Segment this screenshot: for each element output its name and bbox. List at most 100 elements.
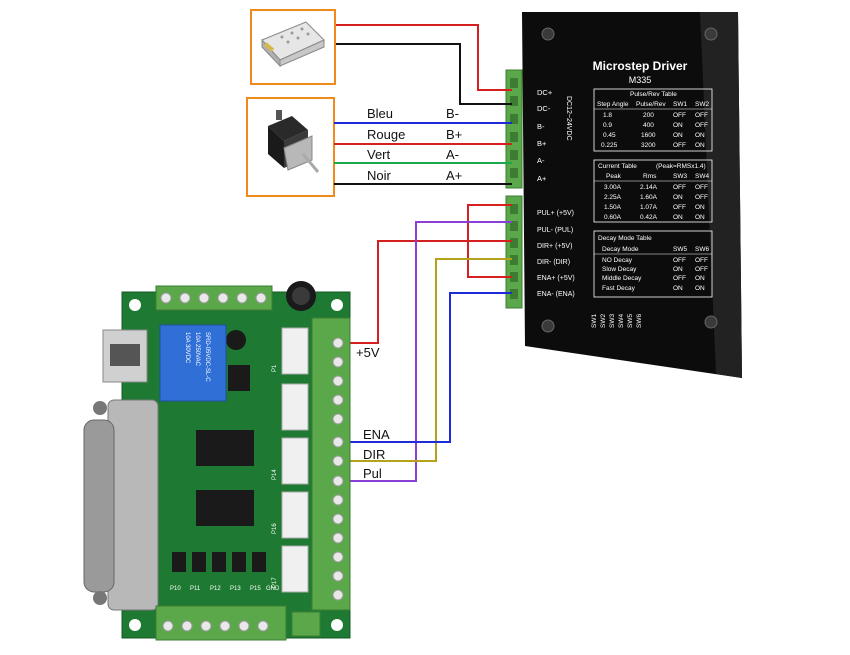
port-label: P1 (272, 364, 278, 372)
table-cell: 1.50A (604, 204, 622, 211)
table-cell: ON (695, 204, 705, 211)
table-cell: 1600 (641, 132, 656, 139)
screw-icon (93, 591, 107, 605)
current-header: Rms (643, 173, 657, 180)
switch-label: SW4 (618, 314, 625, 328)
wire-color-label: Vert (367, 147, 391, 162)
table-cell: OFF (673, 275, 686, 282)
wire-terminal-label: A+ (446, 168, 462, 183)
table-cell: OFF (673, 204, 686, 211)
right-terminal-block (311, 317, 351, 611)
terminal-label: B+ (537, 139, 547, 148)
screw-icon (704, 27, 718, 41)
capacitor-icon (226, 330, 246, 350)
table-cell: OFF (673, 184, 686, 191)
power-input-terminal (291, 611, 321, 637)
decay-header: SW6 (695, 246, 709, 253)
table-cell: OFF (695, 112, 708, 119)
table-cell: 1.8 (603, 112, 612, 119)
table-cell: 2.25A (604, 194, 622, 201)
table-cell: OFF (673, 112, 686, 119)
relay (159, 324, 227, 402)
screw-icon (541, 319, 555, 333)
decay-header: SW5 (673, 246, 687, 253)
table-cell: ON (695, 285, 705, 292)
voltage-label: DC12~24VDC (565, 96, 572, 141)
ic-chip (196, 490, 254, 526)
transistor (228, 365, 250, 391)
driver-body (522, 12, 742, 378)
power-supply-icon (261, 21, 325, 68)
label-pul: Pul (363, 466, 382, 481)
mount-hole-icon (331, 619, 343, 631)
current-table: Current Table (Peak=RMSx1.4) Peak Rms SW… (593, 159, 713, 223)
table-cell: 1.07A (640, 204, 658, 211)
signal-labels: +5V ENA DIR Pul (356, 345, 390, 481)
table-cell: ON (695, 275, 705, 282)
power-supply (250, 9, 336, 85)
pin-label: P15 (250, 586, 261, 592)
signal-terminal-labels: PUL+ (+5V) PUL- (PUL) DIR+ (+5V) DIR- (D… (537, 210, 575, 298)
wire-color-label: Bleu (367, 106, 393, 121)
wire-ena (345, 292, 512, 443)
table-cell: ON (673, 266, 683, 273)
switch-label: SW2 (600, 314, 607, 328)
table-cell: Fast Decay (602, 285, 636, 292)
table-cell: 0.9 (603, 122, 612, 129)
wire-terminal-label: B+ (446, 127, 462, 142)
pulse-header: SW2 (695, 101, 709, 108)
current-header: SW3 (673, 173, 687, 180)
stepper-motor-icon (268, 110, 320, 173)
screw-icon (704, 315, 718, 329)
table-cell: OFF (695, 122, 708, 129)
current-table-title: Current Table (598, 163, 637, 170)
ic-chip (196, 430, 254, 466)
motor-wires (334, 122, 512, 185)
table-cell: 3.00A (604, 184, 622, 191)
motor-wire-labels: Bleu B- Rouge B+ Vert A- Noir A+ (367, 106, 462, 183)
current-header: Peak (606, 173, 622, 180)
wire-pul (345, 221, 512, 482)
switch-label: SW6 (636, 314, 643, 328)
wire-color-label: Noir (367, 168, 392, 183)
table-cell: Slow Decay (602, 266, 637, 273)
switch-label: SW5 (627, 314, 634, 328)
stepper-motor (246, 97, 335, 197)
terminal-label: PUL- (PUL) (537, 227, 573, 234)
power-wires (336, 24, 512, 105)
mount-hole-icon (331, 299, 343, 311)
table-cell: 200 (643, 112, 654, 119)
table-cell: ON (673, 194, 683, 201)
table-cell: 1.60A (640, 194, 658, 201)
relay-text: 10A 250VAC (194, 332, 200, 367)
pin-label: P13 (230, 586, 241, 592)
port-label: P17 (272, 577, 278, 588)
screw-icon (93, 401, 107, 415)
decay-header: Decay Mode (602, 246, 639, 253)
table-cell: OFF (695, 266, 708, 273)
table-cell: 400 (643, 122, 654, 129)
breakout-board: SRD-05VDC-SL-C 10A 250VAC 10A 30VDC P1 P… (83, 281, 351, 641)
table-cell: ON (695, 132, 705, 139)
pulse-rev-table: Pulse/Rev Table Step Angle Pulse/Rev SW1… (593, 88, 713, 152)
pin-label: GND (266, 586, 280, 592)
label-5v: +5V (356, 345, 380, 360)
table-cell: NO Decay (602, 257, 633, 264)
table-cell: 0.60A (604, 214, 622, 221)
dip-switch-labels: SW1 SW2 SW3 SW4 SW5 SW6 (591, 314, 643, 328)
table-cell: ON (673, 132, 683, 139)
mount-hole-icon (129, 299, 141, 311)
wire-dir (345, 258, 512, 462)
table-cell: 0.42A (640, 214, 658, 221)
decay-mode-table: Decay Mode Table Decay Mode SW5 SW6 NO D… (593, 230, 713, 298)
decay-table-title: Decay Mode Table (598, 235, 652, 242)
table-cell: OFF (695, 257, 708, 264)
switch-label: SW1 (591, 314, 598, 328)
jst-connectors (281, 327, 309, 593)
power-terminal-labels: DC+ DC- B- B+ A- A+ DC12~24VDC (537, 88, 572, 183)
terminal-label: ENA- (ENA) (537, 291, 575, 298)
table-cell: ON (695, 142, 705, 149)
label-dir: DIR (363, 447, 385, 462)
